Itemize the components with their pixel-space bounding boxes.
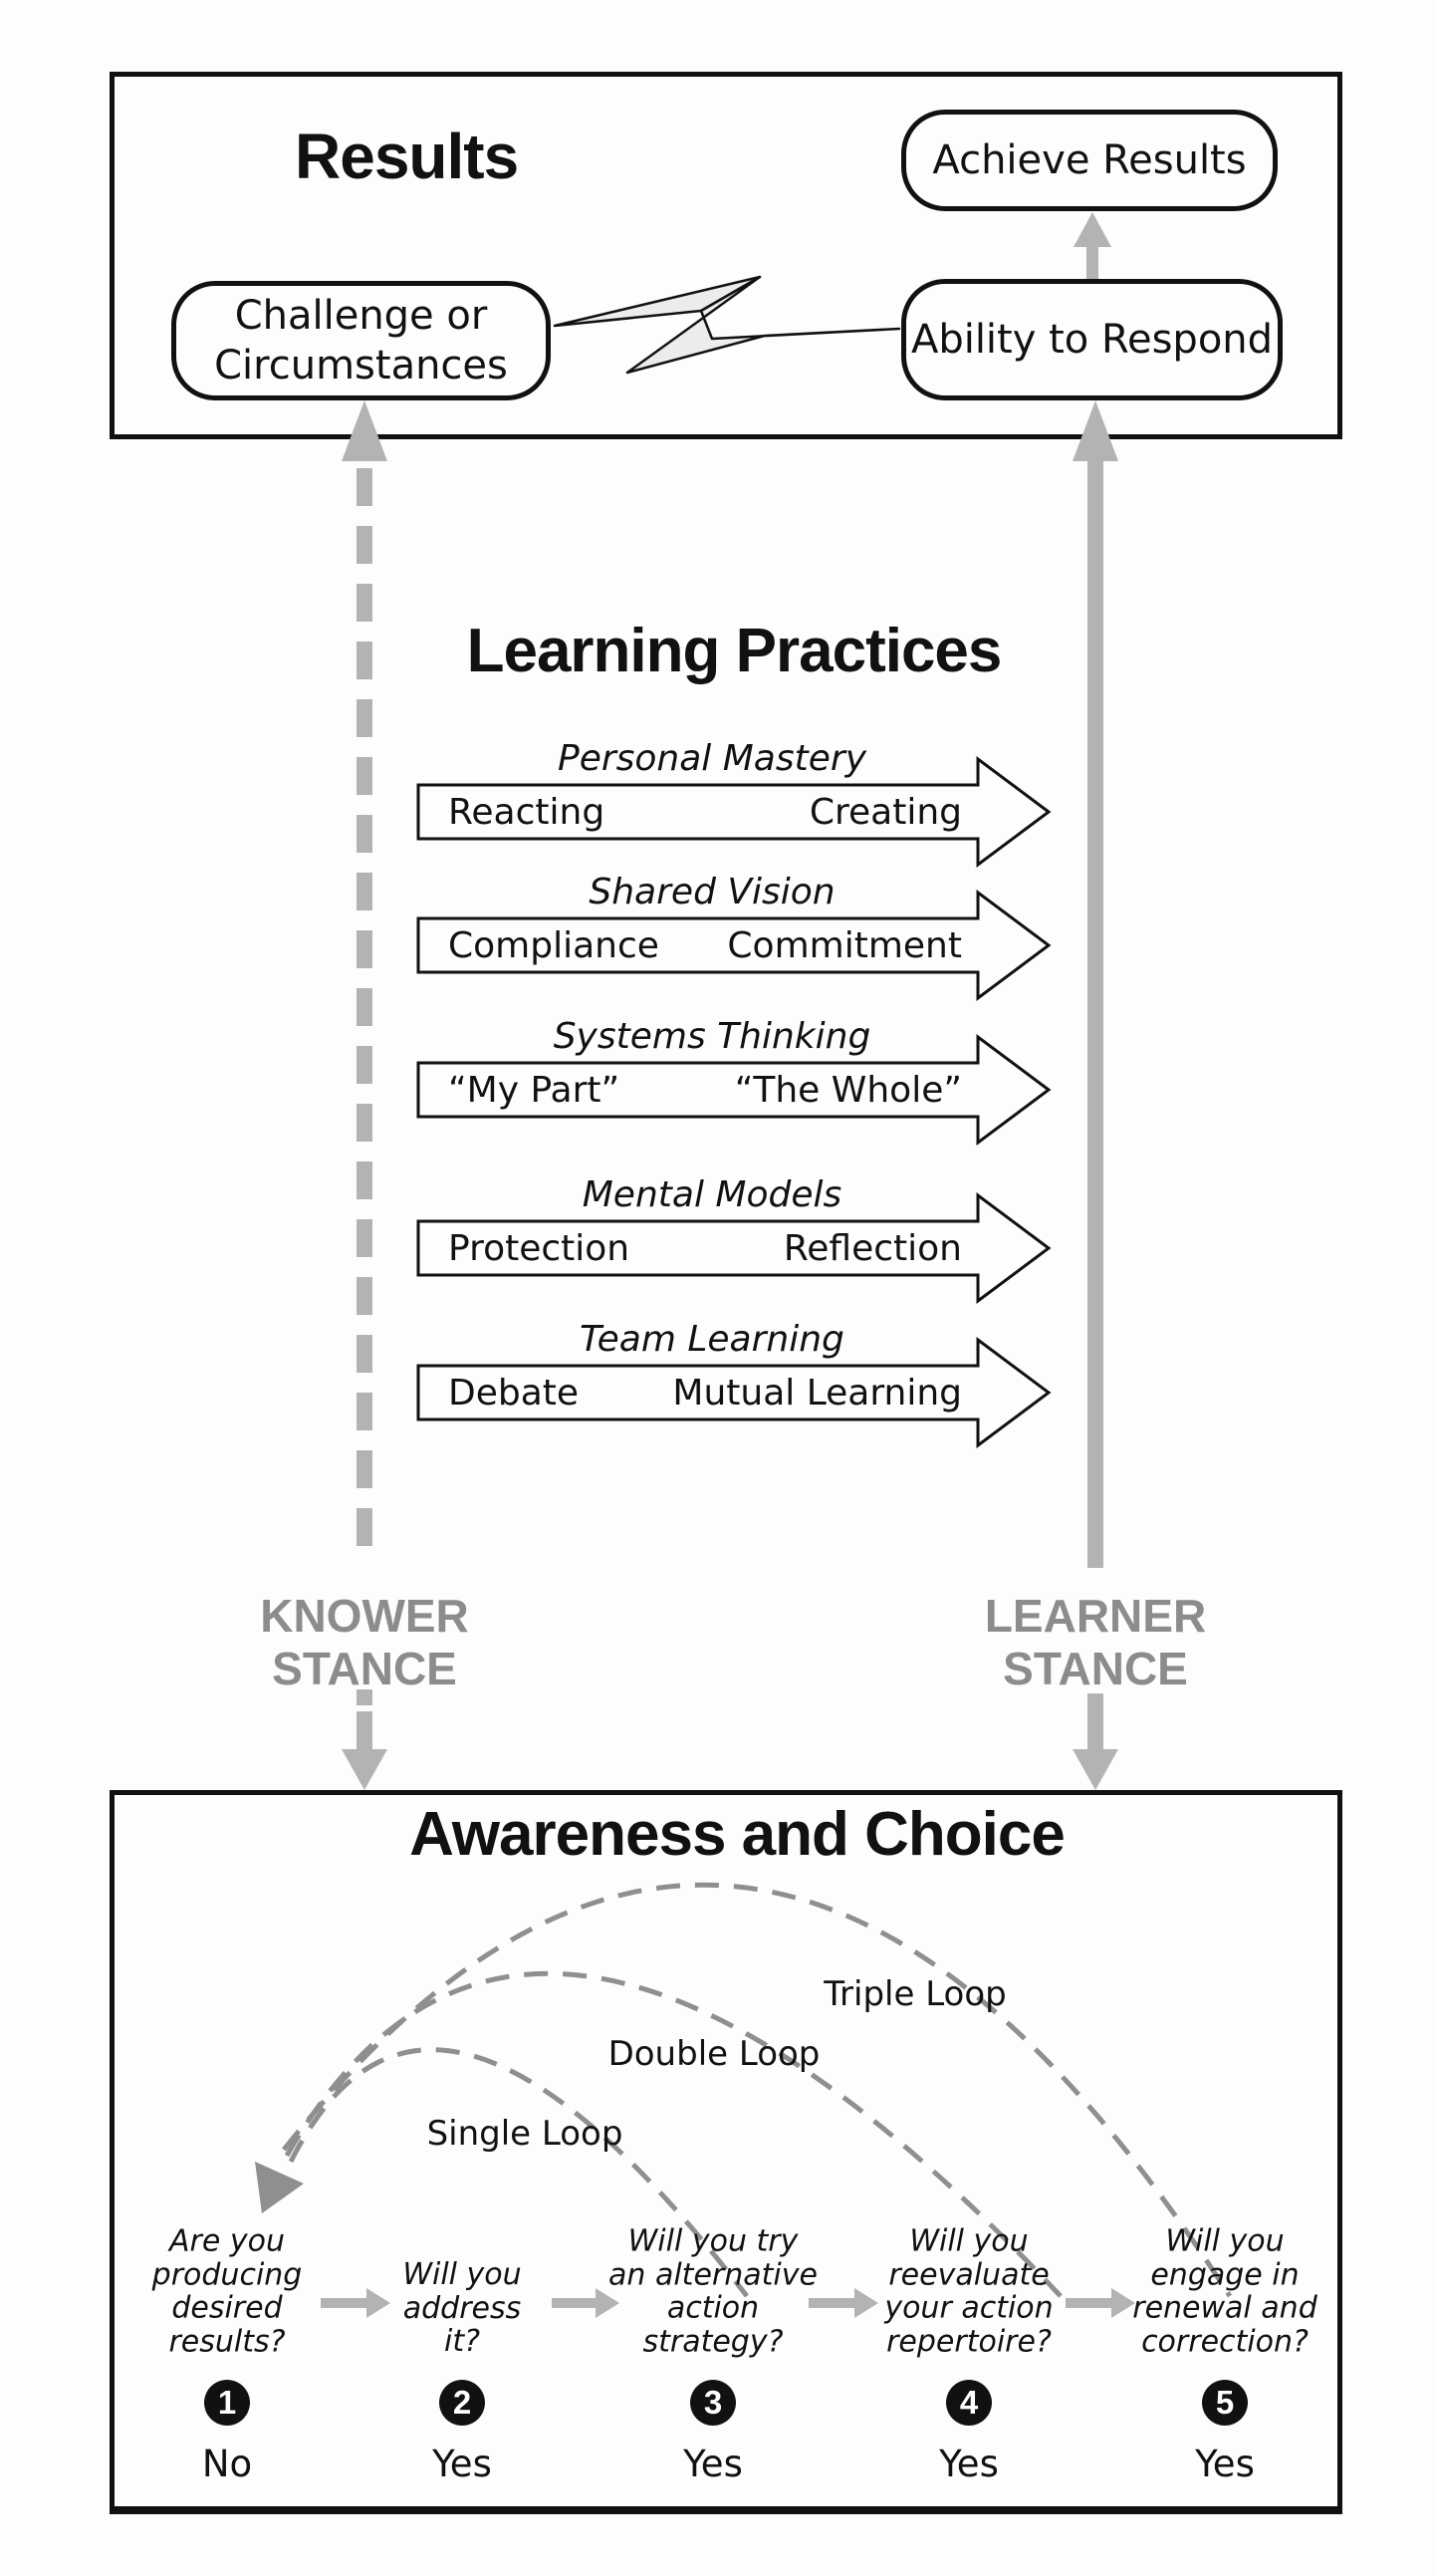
question-arrow-2 bbox=[552, 2288, 619, 2318]
practice-arrow-shape-2 bbox=[416, 890, 1052, 1001]
answer-2: Yes bbox=[432, 2443, 492, 2485]
practice-label-personal-mastery: Personal Mastery bbox=[557, 738, 866, 779]
practice-row-personal-mastery: Reacting Creating bbox=[418, 785, 978, 839]
practice-left-term: Protection bbox=[448, 1227, 630, 1269]
practice-arrow-shape-3 bbox=[416, 1034, 1052, 1146]
practice-label-shared-vision: Shared Vision bbox=[589, 872, 836, 912]
step-number: 1 bbox=[217, 2384, 237, 2421]
practice-label-mental-models: Mental Models bbox=[582, 1174, 842, 1215]
answer-3: Yes bbox=[683, 2443, 743, 2485]
double-loop-arc bbox=[284, 1970, 1063, 2298]
step-number: 2 bbox=[452, 2384, 472, 2421]
question-arrow-3 bbox=[809, 2288, 878, 2318]
question-1: Are you producing desired results? bbox=[151, 2223, 303, 2360]
learner-stance-solid-arrow bbox=[1073, 400, 1118, 1790]
practice-label-systems-thinking: Systems Thinking bbox=[553, 1016, 871, 1057]
practice-left-term: Compliance bbox=[448, 924, 659, 966]
awareness-box-frame bbox=[110, 1790, 1342, 2514]
step-number-badge-5: 5 bbox=[1202, 2380, 1248, 2426]
ability-to-achieve-arrow bbox=[1074, 212, 1111, 281]
question-5: Will you engage in renewal and correctio… bbox=[1132, 2223, 1317, 2360]
question-arrow-1 bbox=[321, 2288, 390, 2318]
single-loop-arc bbox=[288, 2047, 749, 2298]
lightning-bolt-icon bbox=[553, 275, 901, 375]
step-number: 5 bbox=[1215, 2384, 1235, 2421]
learning-practices-title: Learning Practices bbox=[466, 617, 1003, 685]
step-number-badge-1: 1 bbox=[204, 2380, 250, 2426]
step-number-badge-2: 2 bbox=[439, 2380, 485, 2426]
question-arrow-4 bbox=[1066, 2288, 1135, 2318]
triple-loop-arc bbox=[282, 1882, 1233, 2298]
answer-1: No bbox=[201, 2443, 253, 2485]
ability-to-respond-pill: Ability to Respond bbox=[901, 279, 1283, 400]
learner-stance-label: LEARNER STANCE bbox=[984, 1590, 1207, 1694]
ability-to-respond-label: Ability to Respond bbox=[910, 317, 1274, 363]
loop-arcs bbox=[282, 1882, 1233, 2298]
challenge-circumstances-pill: Challenge or Circumstances bbox=[171, 281, 551, 400]
practice-right-term: Creating bbox=[809, 791, 962, 833]
practice-row-mental-models: Protection Reflection bbox=[418, 1221, 978, 1275]
double-loop-label: Double Loop bbox=[607, 2034, 821, 2074]
practice-arrow-shape-4 bbox=[416, 1192, 1052, 1304]
practice-right-term: “The Whole” bbox=[734, 1069, 962, 1111]
step-number-badge-3: 3 bbox=[690, 2380, 736, 2426]
practice-right-term: Mutual Learning bbox=[672, 1372, 962, 1414]
results-title: Results bbox=[295, 121, 519, 192]
practice-arrow-shape-5 bbox=[416, 1337, 1052, 1448]
challenge-circumstances-label: Challenge or Circumstances bbox=[214, 293, 508, 388]
practice-row-shared-vision: Compliance Commitment bbox=[418, 918, 978, 972]
practice-row-systems-thinking: “My Part” “The Whole” bbox=[418, 1063, 978, 1117]
practice-right-term: Commitment bbox=[727, 924, 962, 966]
single-loop-label: Single Loop bbox=[426, 2114, 623, 2154]
step-number-badge-4: 4 bbox=[946, 2380, 992, 2426]
question-flow-arrows bbox=[321, 2288, 1135, 2318]
achieve-results-label: Achieve Results bbox=[932, 137, 1247, 183]
practice-arrow-shape-1 bbox=[416, 756, 1052, 868]
step-number: 3 bbox=[703, 2384, 723, 2421]
triple-loop-label: Triple Loop bbox=[824, 1974, 1007, 2014]
question-2: Will you address it? bbox=[402, 2257, 522, 2360]
knower-stance-dashed-arrow bbox=[342, 400, 387, 1790]
practice-right-term: Reflection bbox=[783, 1227, 962, 1269]
answer-5: Yes bbox=[1195, 2443, 1255, 2485]
loop-arcs-arrowhead bbox=[255, 2162, 304, 2213]
practice-left-term: Reacting bbox=[448, 791, 605, 833]
answer-4: Yes bbox=[939, 2443, 999, 2485]
step-number: 4 bbox=[959, 2384, 979, 2421]
practice-row-team-learning: Debate Mutual Learning bbox=[418, 1366, 978, 1419]
achieve-results-pill: Achieve Results bbox=[901, 110, 1278, 211]
knower-stance-label: KNOWER STANCE bbox=[260, 1590, 469, 1694]
practice-left-term: “My Part” bbox=[448, 1069, 620, 1111]
results-box-frame bbox=[110, 72, 1342, 439]
awareness-choice-title: Awareness and Choice bbox=[409, 1800, 1066, 1869]
question-3: Will you try an alternative action strat… bbox=[608, 2223, 818, 2360]
practice-left-term: Debate bbox=[448, 1372, 580, 1414]
practice-label-team-learning: Team Learning bbox=[580, 1319, 844, 1360]
practice-arrow-shapes bbox=[416, 756, 1052, 1448]
question-4: Will you reevaluate your action repertoi… bbox=[884, 2223, 1054, 2360]
